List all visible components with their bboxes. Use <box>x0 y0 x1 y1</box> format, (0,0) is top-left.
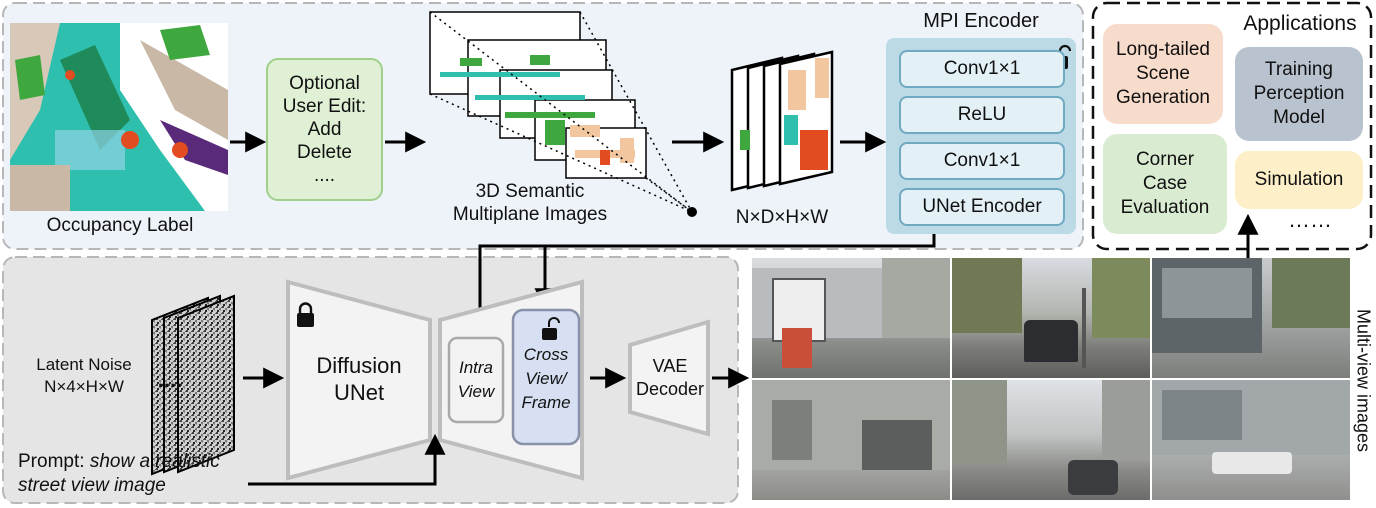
applications-more: …… <box>1288 207 1332 232</box>
diffusion-unet-line-1: Diffusion <box>316 353 402 378</box>
app-long-tailed-line-2: Scene <box>1136 63 1190 84</box>
semantic-mpi-line-2: Multiplane Images <box>452 204 608 225</box>
user-edit-box: Optional User Edit: Add Delete .... <box>266 58 383 201</box>
ndhw-label: N×D×H×W <box>735 207 829 228</box>
view-image-back-left <box>752 380 950 500</box>
noise-dots: .... <box>157 367 183 392</box>
view-image-front-left <box>752 258 950 378</box>
view-image-back-right <box>1152 380 1350 500</box>
lock-icon-diffusion <box>297 302 314 327</box>
cross-view-box <box>511 308 581 446</box>
mpi-layer-conv2: Conv1×1 <box>899 142 1065 180</box>
view-image-front <box>952 258 1150 378</box>
unlock-icon-cross <box>542 317 560 340</box>
vae-decoder-line-1: VAE <box>652 356 688 376</box>
latent-noise-line-2: N×4×H×W <box>44 377 124 396</box>
intra-view-box <box>447 336 505 424</box>
mpi-frustum <box>429 11 693 213</box>
vae-decoder-label: VAE Decoder <box>630 355 710 401</box>
app-training-perception: Training Perception Model <box>1235 47 1363 141</box>
app-corner-line-2: Case <box>1142 173 1188 194</box>
user-edit-line-4: Delete <box>297 142 352 163</box>
app-long-tailed-line-3: Generation <box>1115 87 1210 108</box>
prompt-label: Prompt: show a realistic street view ima… <box>18 450 220 498</box>
app-simulation-line-1: Simulation <box>1254 169 1344 190</box>
latent-noise-label: Latent Noise N×4×H×W <box>14 354 154 398</box>
user-edit-line-1: Optional <box>289 73 360 94</box>
app-long-tailed: Long-tailed Scene Generation <box>1103 24 1223 124</box>
diffusion-unet-label: Diffusion UNet <box>296 352 422 406</box>
intra-view-line-1: Intra <box>458 358 494 377</box>
applications-title: Applications <box>1243 12 1357 35</box>
mpi-plane-content <box>440 55 635 165</box>
diffusion-unet-line-2: UNet <box>333 380 385 405</box>
mpi-layer-unet-encoder: UNet Encoder <box>899 188 1065 226</box>
app-corner-line-3: Evaluation <box>1120 197 1210 218</box>
app-corner-line-1: Corner <box>1135 149 1195 170</box>
prompt-prefix: Prompt: <box>18 451 85 472</box>
camera-point <box>687 207 697 217</box>
intra-view-line-2: View <box>457 382 495 401</box>
cross-view-line-1: Cross <box>523 345 569 364</box>
app-training-line-1: Training <box>1265 59 1333 80</box>
view-image-front-right <box>1152 258 1350 378</box>
user-edit-line-2: User Edit: <box>282 96 367 117</box>
vae-decoder-line-2: Decoder <box>635 379 705 399</box>
cross-view-line-2: View/ <box>525 369 567 388</box>
vae-decoder-shape <box>628 319 710 437</box>
occupancy-label: Occupancy Label <box>46 215 194 236</box>
ndhw-content <box>740 58 829 170</box>
app-simulation: Simulation <box>1235 151 1363 209</box>
prompt-text-line-1: show a realistic <box>89 451 220 472</box>
app-training-line-2: Perception <box>1253 83 1345 104</box>
semantic-mpi-label: 3D Semantic Multiplane Images <box>420 180 640 226</box>
app-long-tailed-line-1: Long-tailed <box>1115 39 1211 60</box>
latent-noise-line-1: Latent Noise <box>36 355 132 374</box>
mpi-layer-relu: ReLU <box>899 96 1065 134</box>
view-image-back <box>952 380 1150 500</box>
occupancy-image <box>10 23 228 211</box>
user-edit-line-5: .... <box>313 165 336 186</box>
mpi-layer-conv1: Conv1×1 <box>899 50 1065 88</box>
latent-noise-stack <box>151 294 235 476</box>
prompt-text-line-2: street view image <box>18 475 166 496</box>
cross-view-label: Cross View/ Frame <box>513 343 579 415</box>
mpi-encoder-title: MPI Encoder <box>923 10 1039 32</box>
multiview-label: Multi-view images <box>1353 308 1374 453</box>
intra-view-label: Intra View <box>449 356 503 404</box>
cross-view-line-3: Frame <box>521 393 571 412</box>
app-training-line-3: Model <box>1273 107 1325 128</box>
user-edit-line-3: Add <box>307 119 342 140</box>
app-corner-case: Corner Case Evaluation <box>1103 134 1227 234</box>
semantic-mpi-line-1: 3D Semantic <box>475 181 585 202</box>
